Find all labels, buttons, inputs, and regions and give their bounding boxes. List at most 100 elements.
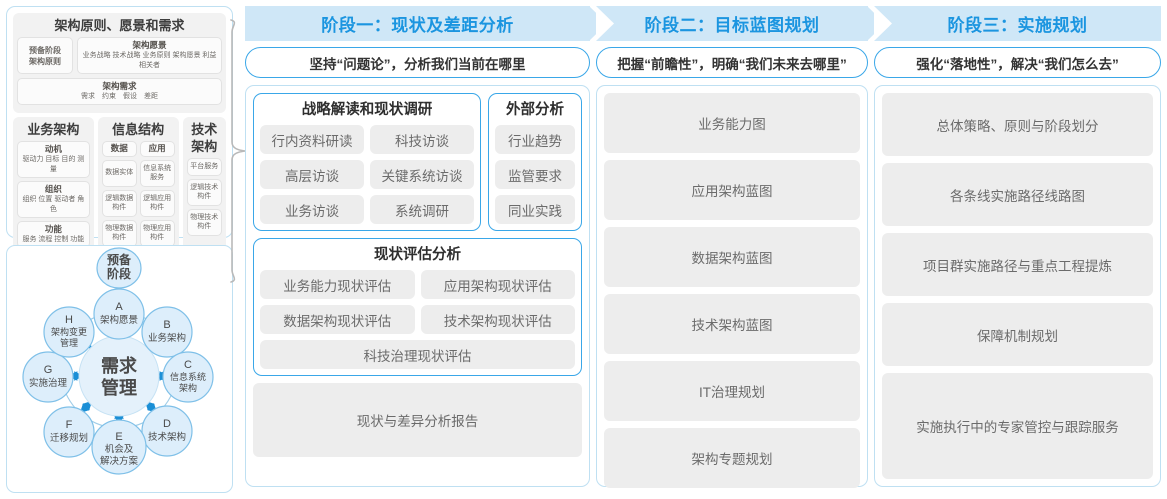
svg-text:架构愿景: 架构愿景	[100, 314, 138, 326]
adm-node-c	[162, 351, 214, 403]
arch-principles-title: 架构原则、愿景和需求	[54, 18, 185, 33]
adm-cycle-diagram: 预备 阶段 需求 管理 A 架构愿景 B 业务架构 C 信息系统 架构	[22, 247, 214, 475]
svg-text:业务架构: 业务架构	[148, 332, 186, 344]
chip-business-interview[interactable]: 业务访谈	[260, 195, 364, 224]
chip-expert-control-tracking-service[interactable]: 实施执行中的专家管控与跟踪服务	[882, 373, 1153, 479]
data-subcolumn: 数据 数据实体 逻辑数据构件 物理数据构件	[101, 141, 137, 247]
chip-tech-arch-blueprint[interactable]: 技术架构蓝图	[604, 294, 860, 354]
chip-industry-trend[interactable]: 行业趋势	[495, 125, 575, 154]
motivation-sub: 驱动力 目标 目的 测量	[22, 156, 85, 173]
svg-text:管理: 管理	[101, 377, 137, 398]
phase-1-subtitle: 坚持“问题论”，分析我们当前在哪里	[245, 47, 590, 78]
phase-3-body: 总体策略、原则与阶段划分 各条线实施路径线路图 项目群实施路径与重点工程提炼 保…	[874, 85, 1161, 487]
chip-tech-governance-assessment[interactable]: 科技治理现状评估	[260, 340, 575, 369]
adm-node-h	[43, 306, 95, 358]
chip-line-implementation-roadmap[interactable]: 各条线实施路径线路图	[882, 163, 1153, 226]
svg-text:信息系统: 信息系统	[170, 371, 206, 382]
information-system-service: 信息系统服务	[139, 159, 175, 187]
data-entity: 数据实体	[101, 159, 137, 187]
external-analysis-title: 外部分析	[506, 102, 564, 118]
logical-data-component: 逻辑数据构件	[101, 189, 137, 217]
svg-text:预备: 预备	[107, 252, 132, 267]
physical-application-component: 物理应用构件	[139, 219, 175, 247]
chip-tech-arch-assessment[interactable]: 技术架构现状评估	[420, 305, 575, 334]
chip-internal-material-study[interactable]: 行内资料研读	[260, 125, 364, 154]
svg-text:架构变更: 架构变更	[51, 326, 87, 337]
svg-text:迁移规划: 迁移规划	[50, 432, 88, 444]
phase-2-banner[interactable]: 阶段二：目标蓝图规划	[596, 6, 885, 41]
svg-text:技术架构: 技术架构	[148, 431, 186, 443]
chip-assurance-mechanism-plan[interactable]: 保障机制规划	[882, 303, 1153, 366]
gap-analysis-report-chip[interactable]: 现状与差异分析报告	[253, 383, 582, 457]
strategy-research-box: 战略解读和现状调研 行内资料研读 科技访谈 高层访谈 关键系统访谈 业务访谈 系…	[253, 93, 481, 231]
adm-node-prep	[96, 247, 142, 289]
architecture-domain-columns: 业务架构 动机 驱动力 目标 目的 测量 组织 组织 位置 驱动者 角色 功能 …	[13, 117, 226, 252]
chip-data-arch-blueprint[interactable]: 数据架构蓝图	[604, 227, 860, 287]
phase-2-banner-label: 阶段二：目标蓝图规划	[644, 16, 820, 35]
phase-1-top-row: 战略解读和现状调研 行内资料研读 科技访谈 高层访谈 关键系统访谈 业务访谈 系…	[253, 93, 582, 231]
chevron-notch-icon-2	[596, 6, 614, 41]
chip-business-capability-map[interactable]: 业务能力图	[604, 93, 860, 153]
organization-cell: 组织 组织 位置 驱动者 角色	[17, 181, 90, 218]
togaf-content-framework-panel: 架构原则、愿景和需求 预备阶段 架构原则 架构愿景 业务战略 技术战略 业务原则…	[6, 6, 233, 302]
adm-node-a	[93, 288, 145, 340]
chip-peer-practice[interactable]: 同业实践	[495, 195, 575, 224]
phase-1-banner[interactable]: 阶段一：现状及差距分析	[245, 6, 607, 41]
arch-requirements-cell: 架构需求 需求 约束 假设 差距	[17, 78, 222, 105]
chip-executive-interview[interactable]: 高层访谈	[260, 160, 364, 189]
chip-key-system-interview[interactable]: 关键系统访谈	[370, 160, 474, 189]
prep-phase-line1: 预备阶段	[29, 45, 61, 55]
chip-regulatory-requirement[interactable]: 监管要求	[495, 160, 575, 189]
chip-application-arch-assessment[interactable]: 应用架构现状评估	[420, 270, 575, 299]
physical-tech-component: 物理技术构件	[186, 208, 222, 236]
phase-1-column: 阶段一：现状及差距分析 坚持“问题论”，分析我们当前在哪里 战略解读和现状调研 …	[245, 6, 607, 487]
arch-vision-head: 架构愿景	[132, 40, 167, 50]
svg-text:F: F	[66, 419, 73, 431]
chip-overall-strategy-principles-phasing[interactable]: 总体策略、原则与阶段划分	[882, 93, 1153, 156]
svg-text:阶段: 阶段	[107, 266, 132, 281]
information-structure-group: 信息结构 数据 数据实体 逻辑数据构件 物理数据构件 应用 信息系统服务 逻辑应…	[97, 117, 179, 252]
prep-and-vision-row: 预备阶段 架构原则 架构愿景 业务战略 技术战略 业务原则 架构愿景 利益相关者	[17, 37, 222, 74]
external-analysis-box: 外部分析 行业趋势 监管要求 同业实践	[488, 93, 582, 231]
application-subcolumn: 应用 信息系统服务 逻辑应用构件 物理应用构件	[139, 141, 175, 247]
function-head: 功能	[44, 224, 62, 234]
togaf-adm-cycle-panel: 预备 阶段 需求 管理 A 架构愿景 B 业务架构 C 信息系统 架构	[6, 245, 233, 493]
chip-business-capability-assessment[interactable]: 业务能力现状评估	[260, 270, 415, 299]
logical-application-component: 逻辑应用构件	[139, 189, 175, 217]
organization-sub: 组织 位置 驱动者 角色	[22, 196, 85, 213]
chip-data-arch-assessment[interactable]: 数据架构现状评估	[260, 305, 415, 334]
adm-node-d	[141, 405, 193, 457]
svg-text:D: D	[163, 418, 171, 430]
svg-text:A: A	[115, 301, 123, 313]
business-architecture-title: 业务架构	[27, 122, 80, 137]
chip-tech-interview[interactable]: 科技访谈	[370, 125, 474, 154]
information-structure-title: 信息结构	[112, 122, 165, 137]
phase-3-item-list: 总体策略、原则与阶段划分 各条线实施路径线路图 项目群实施路径与重点工程提炼 保…	[882, 93, 1153, 479]
chip-arch-topic-plan[interactable]: 架构专题规划	[604, 428, 860, 488]
logical-tech-component: 逻辑技术构件	[186, 178, 222, 206]
function-cell: 功能 服务 流程 控制 功能	[17, 221, 90, 248]
organization-head: 组织	[44, 184, 62, 194]
motivation-head: 动机	[44, 144, 62, 154]
svg-text:H: H	[65, 314, 73, 326]
adm-node-e	[91, 419, 147, 475]
prep-phase-line2: 架构原则	[29, 56, 61, 66]
chip-it-governance-plan[interactable]: IT治理规划	[604, 361, 860, 421]
platform-service: 平台服务	[186, 158, 222, 176]
adm-node-b	[141, 306, 193, 358]
motivation-cell: 动机 驱动力 目标 目的 测量	[17, 141, 90, 178]
prep-phase-cell: 预备阶段 架构原则	[17, 37, 73, 74]
phase-1-banner-label: 阶段一：现状及差距分析	[321, 16, 514, 35]
phase-2-subtitle: 把握“前瞻性”，明确“我们未来去哪里”	[596, 47, 868, 78]
data-head: 数据	[101, 141, 137, 157]
phase-1-body: 战略解读和现状调研 行内资料研读 科技访谈 高层访谈 关键系统访谈 业务访谈 系…	[245, 85, 590, 487]
chip-system-research[interactable]: 系统调研	[370, 195, 474, 224]
svg-text:需求: 需求	[101, 355, 138, 376]
chip-program-path-key-projects[interactable]: 项目群实施路径与重点工程提炼	[882, 233, 1153, 296]
phase-3-banner-label: 阶段三：实施规划	[947, 16, 1088, 35]
chip-application-arch-blueprint[interactable]: 应用架构蓝图	[604, 160, 860, 220]
phase-3-banner[interactable]: 阶段三：实施规划	[874, 6, 1161, 41]
svg-text:G: G	[44, 364, 53, 376]
arch-vision-cell: 架构愿景 业务战略 技术战略 业务原则 架构愿景 利益相关者	[77, 37, 222, 74]
arch-vision-items: 业务战略 技术战略 业务原则 架构愿景 利益相关者	[82, 52, 217, 69]
